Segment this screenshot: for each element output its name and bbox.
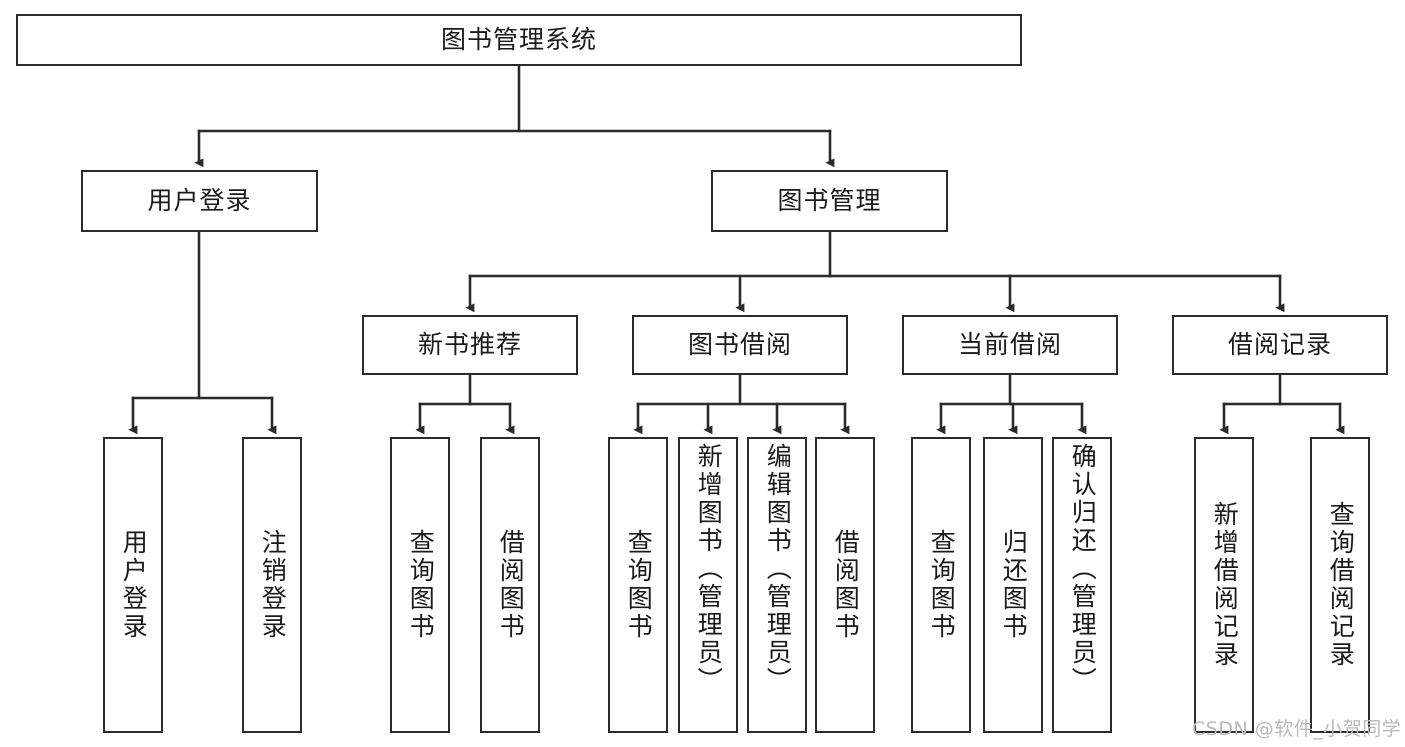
node-leaf-add-book-label: 新增图书（管理员） bbox=[694, 443, 724, 695]
node-leaf-user-login[interactable]: 用户登录 bbox=[103, 437, 163, 733]
node-leaf-borrow-book-2-label: 借阅图书 bbox=[831, 529, 861, 641]
node-leaf-add-book[interactable]: 新增图书（管理员） bbox=[678, 437, 738, 733]
node-leaf-edit-book-label: 编辑图书（管理员） bbox=[763, 443, 793, 695]
node-leaf-query-record-label: 查询借阅记录 bbox=[1326, 501, 1356, 669]
node-root-label: 图书管理系统 bbox=[440, 25, 597, 54]
node-book-borrow-label: 图书借阅 bbox=[687, 330, 792, 359]
csdn-watermark: CSDN @软件_小贺同学 bbox=[1192, 718, 1402, 740]
node-book-manage[interactable]: 图书管理 bbox=[711, 170, 948, 232]
node-current-borrow-label: 当前借阅 bbox=[957, 330, 1062, 359]
node-leaf-logout-label: 注销登录 bbox=[258, 529, 288, 641]
node-leaf-query-book-1[interactable]: 查询图书 bbox=[390, 437, 450, 733]
node-book-manage-label: 图书管理 bbox=[777, 186, 882, 215]
node-book-borrow[interactable]: 图书借阅 bbox=[632, 315, 848, 375]
node-leaf-query-book-2[interactable]: 查询图书 bbox=[608, 437, 668, 733]
node-leaf-user-login-label: 用户登录 bbox=[119, 529, 149, 641]
node-leaf-edit-book[interactable]: 编辑图书（管理员） bbox=[747, 437, 807, 733]
node-leaf-query-book-2-label: 查询图书 bbox=[624, 529, 654, 641]
node-leaf-borrow-book-2[interactable]: 借阅图书 bbox=[815, 437, 875, 733]
node-leaf-confirm-return[interactable]: 确认归还（管理员） bbox=[1052, 437, 1112, 733]
node-new-book-recommend-label: 新书推荐 bbox=[417, 330, 522, 359]
node-leaf-logout[interactable]: 注销登录 bbox=[242, 437, 302, 733]
node-leaf-borrow-book-1[interactable]: 借阅图书 bbox=[480, 437, 540, 733]
node-leaf-confirm-return-label: 确认归还（管理员） bbox=[1068, 443, 1098, 695]
node-leaf-add-record[interactable]: 新增借阅记录 bbox=[1194, 437, 1254, 733]
node-leaf-query-record[interactable]: 查询借阅记录 bbox=[1310, 437, 1370, 733]
node-borrow-record[interactable]: 借阅记录 bbox=[1172, 315, 1388, 375]
node-user-login-label: 用户登录 bbox=[147, 186, 252, 215]
node-leaf-add-record-label: 新增借阅记录 bbox=[1210, 501, 1240, 669]
node-borrow-record-label: 借阅记录 bbox=[1227, 330, 1332, 359]
node-leaf-borrow-book-1-label: 借阅图书 bbox=[496, 529, 526, 641]
node-root[interactable]: 图书管理系统 bbox=[16, 14, 1022, 66]
node-leaf-return-book-label: 归还图书 bbox=[999, 529, 1029, 641]
node-new-book-recommend[interactable]: 新书推荐 bbox=[362, 315, 578, 375]
node-leaf-return-book[interactable]: 归还图书 bbox=[983, 437, 1043, 733]
node-leaf-query-book-3-label: 查询图书 bbox=[927, 529, 957, 641]
node-user-login[interactable]: 用户登录 bbox=[81, 170, 318, 232]
node-leaf-query-book-1-label: 查询图书 bbox=[406, 529, 436, 641]
node-current-borrow[interactable]: 当前借阅 bbox=[902, 315, 1118, 375]
node-leaf-query-book-3[interactable]: 查询图书 bbox=[911, 437, 971, 733]
